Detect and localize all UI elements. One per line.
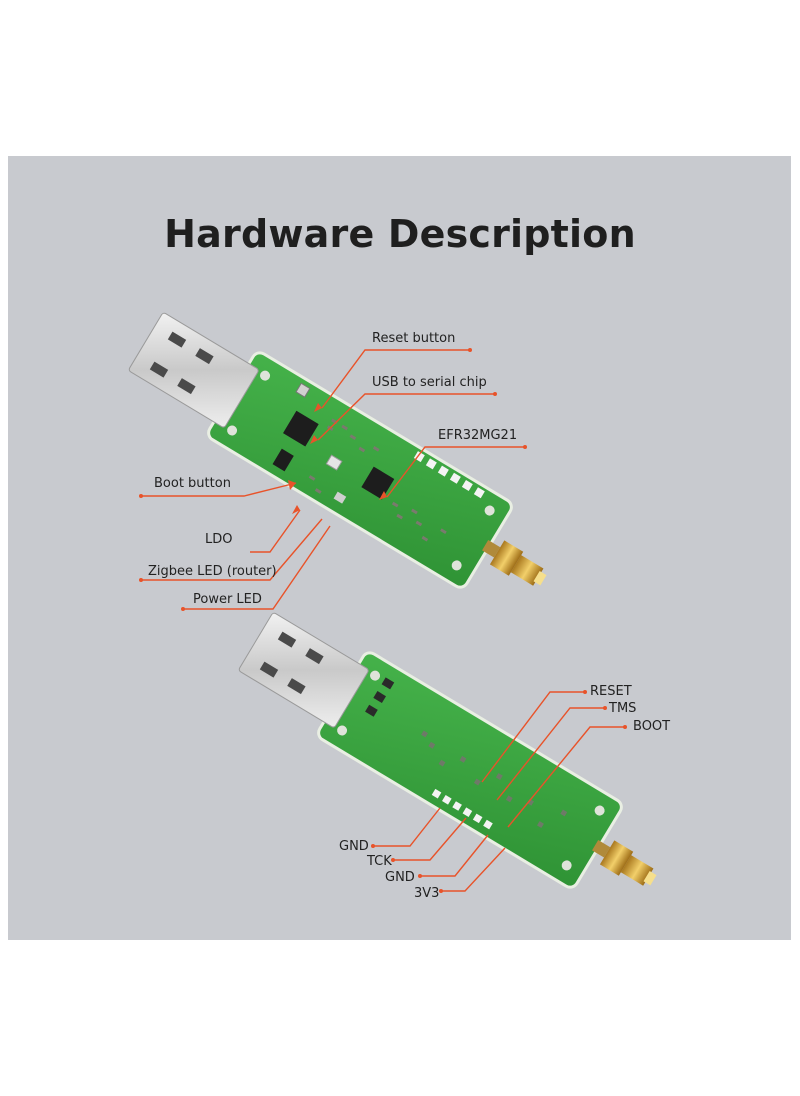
- label-ldo: LDO: [205, 532, 233, 547]
- reset-button: [295, 382, 311, 398]
- label-gnd-1: GND: [339, 839, 369, 854]
- label-tms: TMS: [609, 701, 637, 716]
- label-efr32mg21: EFR32MG21: [438, 428, 518, 443]
- leader-lines-bottom: [373, 691, 625, 892]
- ldo-chip: [272, 448, 294, 472]
- leader-lines-top: [141, 349, 525, 610]
- sma-connector-bottom: [592, 840, 657, 886]
- label-boot-button: Boot button: [154, 476, 231, 491]
- board-top: [128, 312, 547, 589]
- label-zigbee-led: Zigbee LED (router): [148, 564, 277, 579]
- efr32-chip: [361, 466, 395, 500]
- page-title: Hardware Description: [164, 212, 636, 256]
- label-usb-serial-chip: USB to serial chip: [372, 375, 487, 390]
- usb-connector-top: [128, 312, 259, 428]
- crystal: [325, 454, 343, 471]
- jtag-pads: [431, 788, 493, 830]
- label-3v3: 3V3: [414, 886, 440, 901]
- sma-connector-top: [482, 540, 547, 586]
- label-gnd-2: GND: [385, 870, 415, 885]
- usb-connector-bottom: [238, 612, 369, 728]
- board-bottom: [238, 612, 657, 889]
- label-reset: RESET: [590, 684, 632, 699]
- label-boot: BOOT: [633, 719, 671, 734]
- label-reset-button: Reset button: [372, 331, 456, 346]
- label-tck: TCK: [367, 854, 392, 869]
- pcb-bottom: [317, 651, 623, 889]
- usb-serial-chip: [283, 410, 319, 447]
- label-power-led: Power LED: [193, 592, 262, 607]
